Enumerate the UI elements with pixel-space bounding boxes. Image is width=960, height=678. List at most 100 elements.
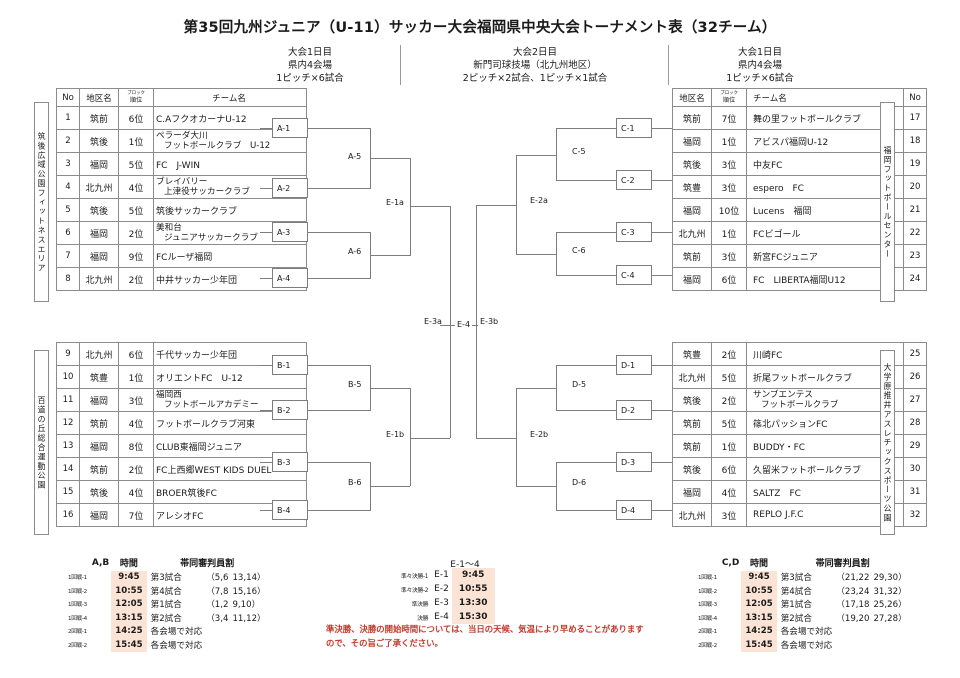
schedule-round-label: 1回戦-4 bbox=[698, 615, 717, 622]
bracket-line bbox=[260, 410, 272, 411]
match-box-b1[interactable]: B-1 bbox=[272, 355, 308, 375]
bracket-line bbox=[308, 510, 370, 511]
team-no-cell: 23 bbox=[903, 244, 927, 268]
team-rank-cell: 4位 bbox=[118, 411, 154, 435]
team-no-cell: 6 bbox=[56, 221, 80, 245]
bracket-line bbox=[410, 206, 450, 207]
team-no-cell: 13 bbox=[56, 434, 80, 458]
table-header-row-right: 地区名 ブロック 順位 チーム名 No bbox=[672, 88, 927, 107]
team-no-cell: 12 bbox=[56, 411, 80, 435]
team-name-cell: 中友FC bbox=[746, 152, 904, 176]
team-no-cell: 31 bbox=[903, 480, 927, 504]
team-area-cell: 北九州 bbox=[672, 221, 712, 245]
team-name-line2: ジュニアサッカークラブ bbox=[164, 233, 258, 243]
node-label-a6: A-6 bbox=[346, 247, 364, 256]
match-box-d3[interactable]: D-3 bbox=[616, 452, 652, 472]
schedule-spacer bbox=[720, 598, 742, 612]
schedule-e-time: 15:30 bbox=[451, 610, 495, 624]
team-rank-cell: 4位 bbox=[118, 175, 154, 199]
schedule-match: 各会場で対応 bbox=[780, 640, 833, 651]
schedule-cd-header: C,D 時間 帯同審判員割 bbox=[696, 556, 909, 571]
team-area-cell: 筑後 bbox=[672, 388, 712, 412]
bracket-line bbox=[308, 188, 370, 189]
match-box-a4[interactable]: A-4 bbox=[272, 268, 308, 288]
day-header-1-line3: 1ピッチ×6試合 bbox=[276, 73, 344, 84]
match-box-c2[interactable]: C-2 bbox=[616, 170, 652, 190]
bracket-line bbox=[260, 188, 272, 189]
match-box-b3[interactable]: B-3 bbox=[272, 452, 308, 472]
match-box-d2[interactable]: D-2 bbox=[616, 400, 652, 420]
match-box-a2[interactable]: A-2 bbox=[272, 178, 308, 198]
match-box-c3[interactable]: C-3 bbox=[616, 222, 652, 242]
schedule-time: 14:25 bbox=[741, 624, 777, 638]
match-box-b2[interactable]: B-2 bbox=[272, 400, 308, 420]
match-box-b4[interactable]: B-4 bbox=[272, 500, 308, 520]
match-box-d1[interactable]: D-1 bbox=[616, 355, 652, 375]
schedule-referee-1: （21,22 bbox=[836, 573, 870, 584]
schedule-round-label: 1回戦-3 bbox=[68, 602, 87, 609]
match-box-a3[interactable]: A-3 bbox=[272, 222, 308, 242]
team-rank-cell: 6位 bbox=[118, 106, 154, 130]
match-box-d4[interactable]: D-4 bbox=[616, 500, 652, 520]
team-no-cell: 2 bbox=[56, 129, 80, 153]
team-area-cell: 筑前 bbox=[672, 106, 712, 130]
team-no-cell: 25 bbox=[903, 342, 927, 366]
match-box-a1[interactable]: A-1 bbox=[272, 118, 308, 138]
team-no-cell: 8 bbox=[56, 267, 80, 291]
day-header-3-line1: 大会1日目 bbox=[737, 47, 783, 58]
bracket-line bbox=[370, 486, 410, 487]
match-box-c4[interactable]: C-4 bbox=[616, 265, 652, 285]
schedule-e-label: 決勝 bbox=[417, 615, 429, 622]
schedule-referee-1: （3,4 bbox=[206, 613, 229, 624]
header-team-right: チーム名 bbox=[746, 88, 904, 107]
schedule-match: 各会場で対応 bbox=[150, 640, 203, 651]
page-title: 第35回九州ジュニア（U-11）サッカー大会福岡県中央大会トーナメント表（32チ… bbox=[183, 20, 777, 36]
bracket-line bbox=[308, 410, 370, 411]
schedule-e-title: E-1～4 bbox=[450, 560, 480, 570]
team-no-cell: 28 bbox=[903, 411, 927, 435]
team-name-cell: 折尾フットボールクラブ bbox=[746, 365, 904, 389]
schedule-spacer bbox=[720, 571, 742, 585]
team-rank-cell: 1位 bbox=[711, 221, 747, 245]
schedule-referee-2: 31,32） bbox=[873, 586, 907, 597]
schedule-time: 13:15 bbox=[741, 611, 777, 625]
schedule-time: 14:25 bbox=[111, 624, 147, 638]
match-box-c1[interactable]: C-1 bbox=[616, 118, 652, 138]
team-name-line1: ペラーダ大川 bbox=[156, 130, 208, 141]
team-name-line1: サンブエンテス bbox=[753, 389, 813, 400]
